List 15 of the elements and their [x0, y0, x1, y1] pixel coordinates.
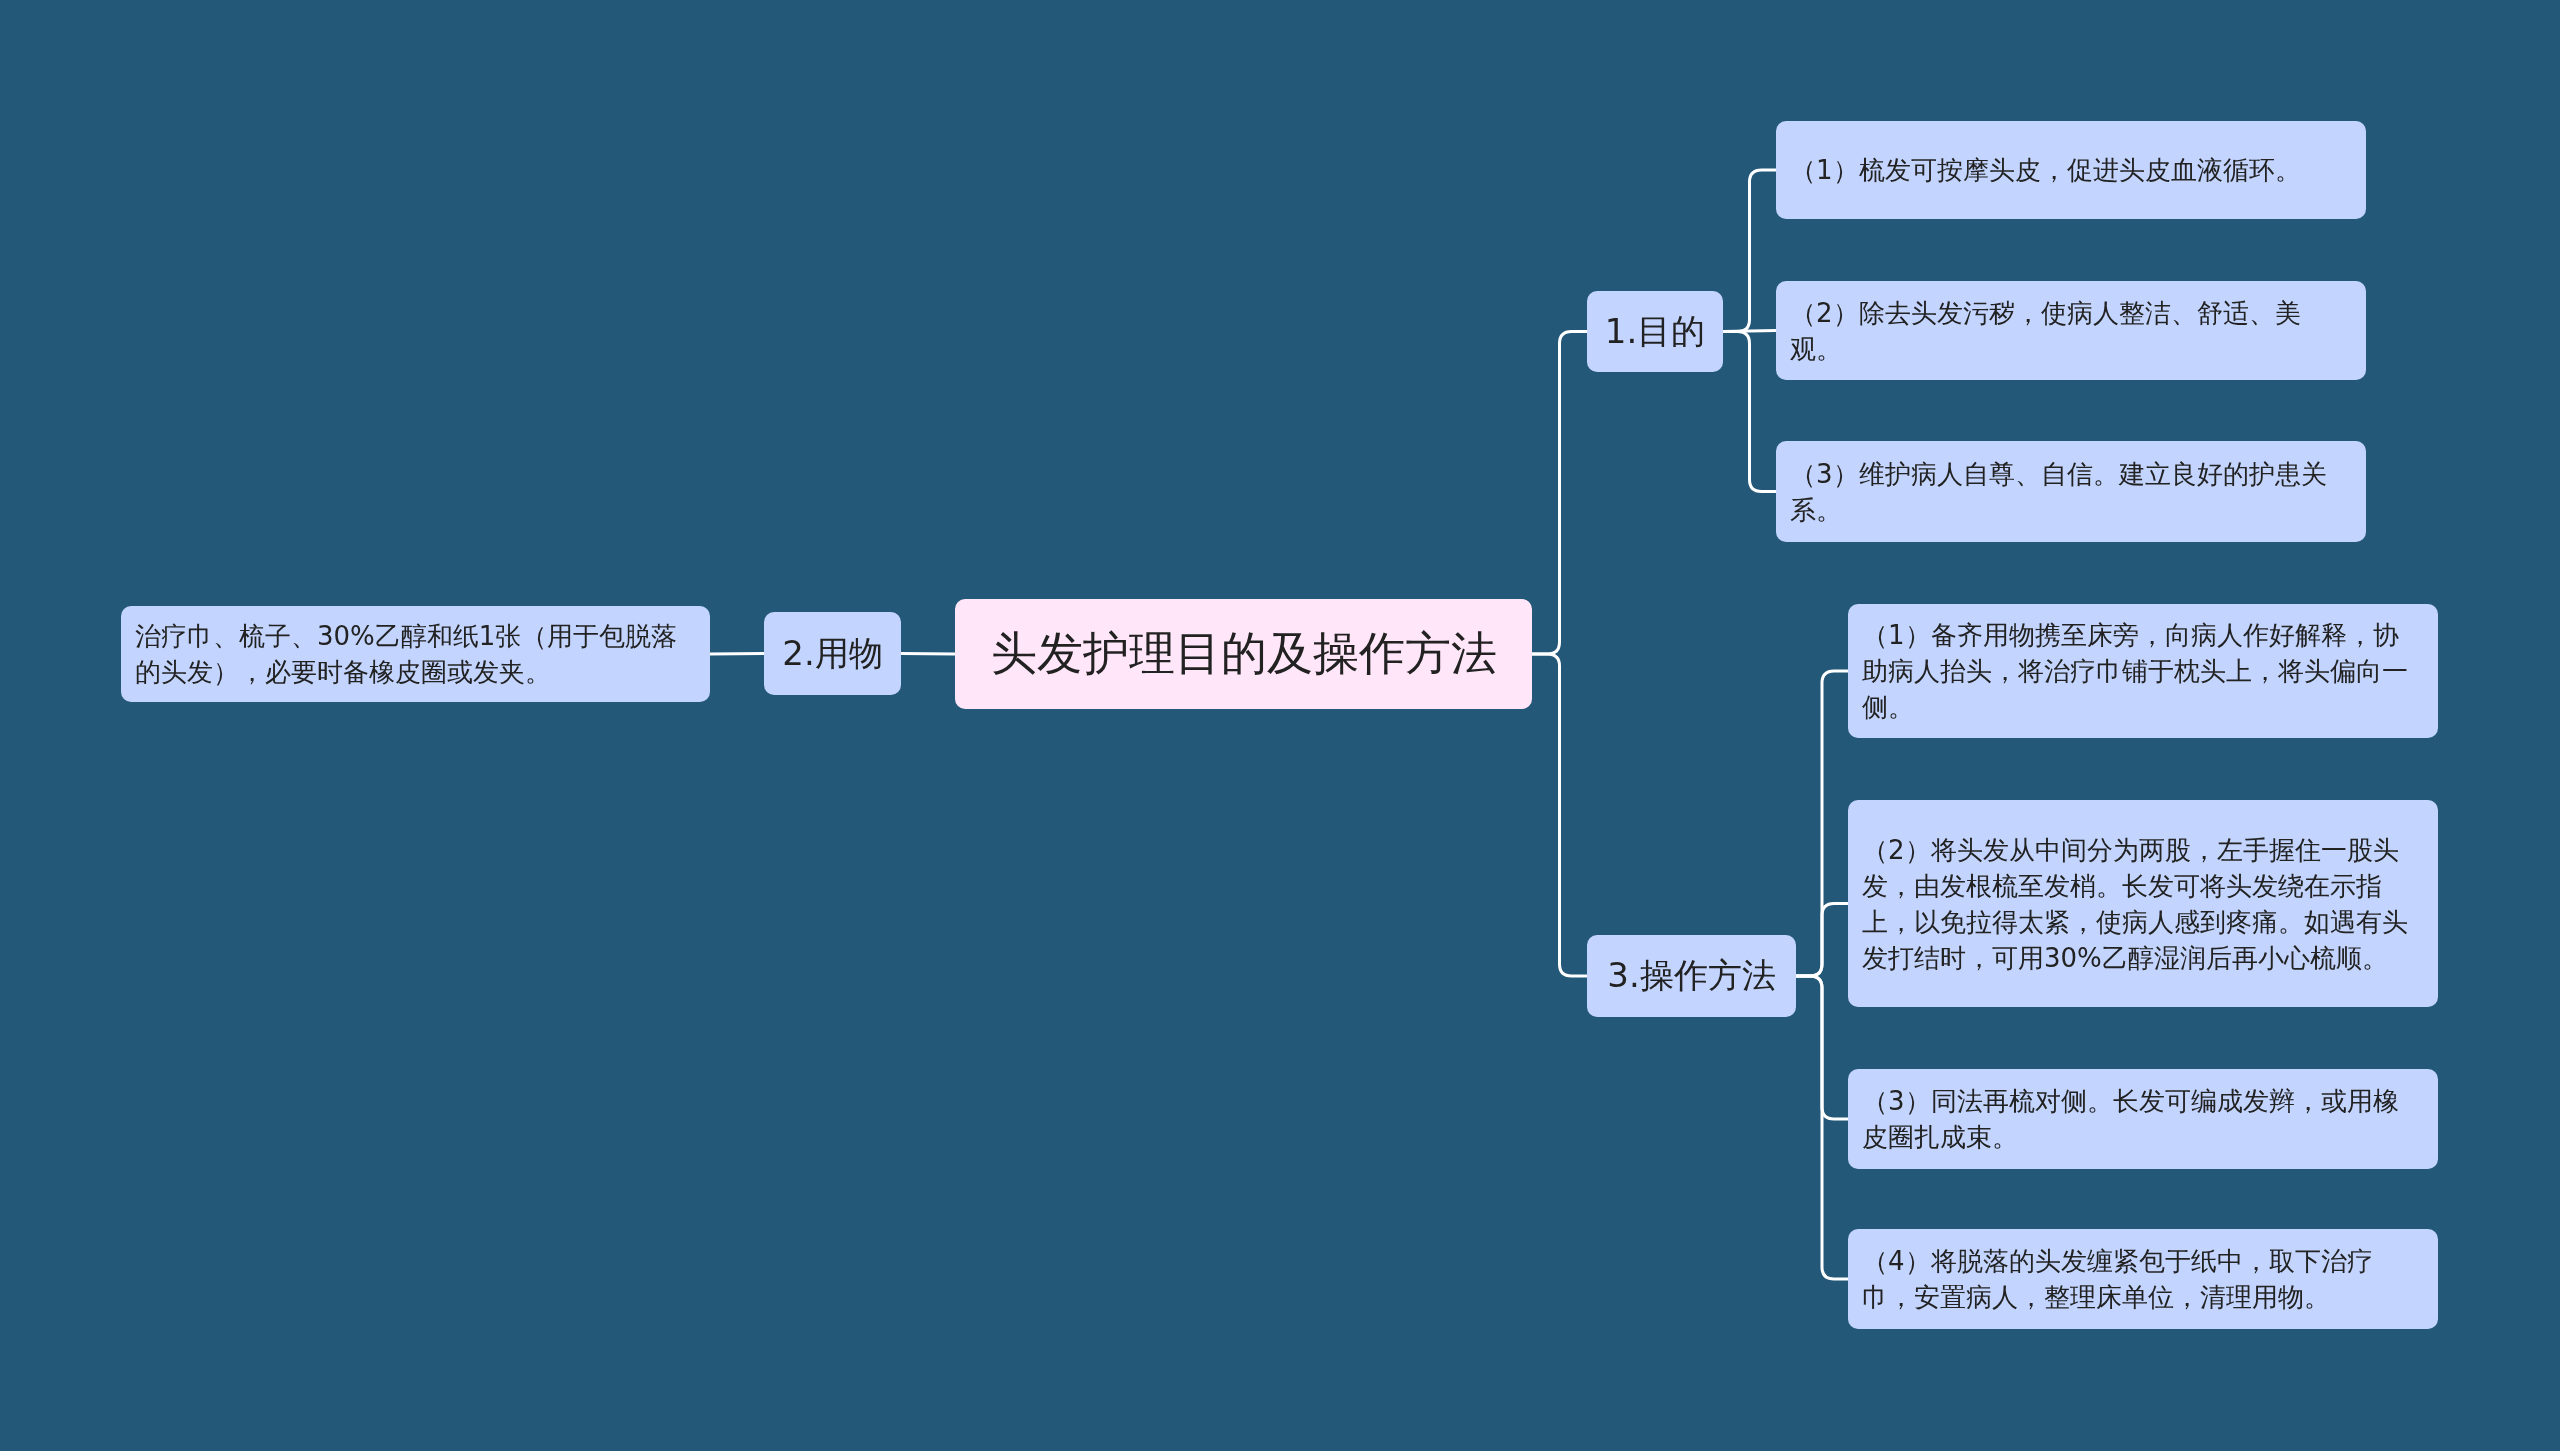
- connector-line: [710, 652, 764, 656]
- detail-box: （1）备齐用物携至床旁，向病人作好解释，协助病人抬头，将治疗巾铺于枕头上，将头偏向一侧。: [1848, 604, 2438, 738]
- detail-box: （3）维护病人自尊、自信。建立良好的护患关系。: [1776, 441, 2366, 542]
- detail-box: 治疗巾、梳子、30%乙醇和纸1张（用于包脱落的头发），必要时备橡皮圈或发夹。: [121, 606, 710, 702]
- branch-box: 3.操作方法: [1587, 935, 1796, 1017]
- branch-box: 2.用物: [764, 612, 901, 695]
- branch-box: 1.目的: [1587, 291, 1723, 372]
- detail-box: （2）除去头发污秽，使病人整洁、舒适、美观。: [1776, 281, 2366, 380]
- detail-box: （3）同法再梳对侧。长发可编成发辫，或用橡皮圈扎成束。: [1848, 1069, 2438, 1169]
- detail-box: （2）将头发从中间分为两股，左手握住一股头发，由发根梳至发梢。长发可将头发绕在示指上，以免拉得太紧，使病人感到疼痛。如遇有头发打结时，可用30%乙醇湿润后再小心梳顺。: [1848, 800, 2438, 1007]
- detail-box: （1）梳发可按摩头皮，促进头皮血液循环。: [1776, 121, 2366, 219]
- topic-box: 头发护理目的及操作方法: [955, 599, 1532, 709]
- connector-line: [901, 652, 955, 656]
- connector-line: [1796, 974, 1848, 1281]
- detail-box: （4）将脱落的头发缠紧包于纸中，取下治疗巾，安置病人，整理床单位，清理用物。: [1848, 1229, 2438, 1329]
